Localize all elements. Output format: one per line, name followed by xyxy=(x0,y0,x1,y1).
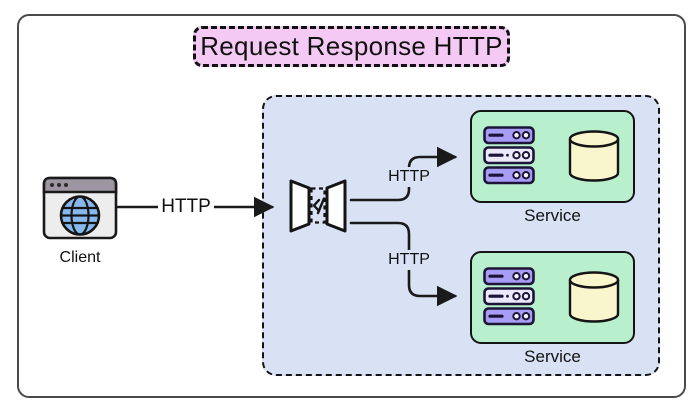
browser-globe-icon xyxy=(42,176,118,240)
http-label-service-bottom: HTTP xyxy=(383,250,435,270)
http-label-service-top: HTTP xyxy=(383,167,435,187)
diagram-title-box: Request Response HTTP xyxy=(193,26,510,67)
http-label-client-gateway: HTTP xyxy=(158,195,214,218)
server-stack-icon xyxy=(483,267,535,326)
api-gateway-icon xyxy=(289,179,347,233)
database-icon xyxy=(568,271,620,323)
database-icon xyxy=(568,130,620,182)
client-label: Client xyxy=(59,249,101,266)
service-label: Service xyxy=(524,206,581,225)
service-label: Service xyxy=(524,347,581,366)
server-stack-icon xyxy=(483,126,535,185)
diagram-title: Request Response HTTP xyxy=(200,31,503,61)
